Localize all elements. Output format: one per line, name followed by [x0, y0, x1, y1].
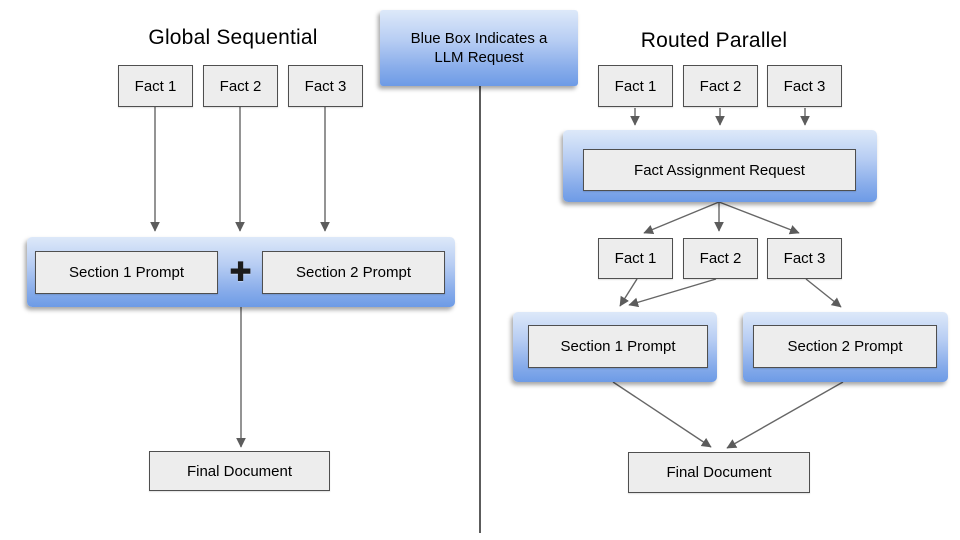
left-section1-prompt-box: Section 1 Prompt — [35, 251, 218, 294]
right-fact-3-mid-box: Fact 3 — [767, 238, 842, 279]
right-final-document-box: Final Document — [628, 452, 810, 493]
left-section1-label: Section 1 Prompt — [68, 264, 185, 281]
right-final-document-label: Final Document — [666, 464, 772, 481]
right-title: Routed Parallel — [640, 29, 788, 52]
left-fact-2-box: Fact 2 — [203, 65, 278, 107]
right-fact-2-mid-box: Fact 2 — [683, 238, 758, 279]
fact-assignment-request-label: Fact Assignment Request — [634, 161, 805, 179]
right-section2-label: Section 2 Prompt — [787, 338, 903, 355]
left-section2-label: Section 2 Prompt — [295, 264, 412, 281]
arrow-fact2-to-section1 — [628, 278, 717, 308]
right-section2-prompt-box: Section 2 Prompt — [753, 325, 937, 368]
fact-assignment-request-box: Fact Assignment Request — [583, 149, 856, 191]
left-final-document-box: Final Document — [149, 451, 330, 491]
arrow-fanout-fact1 — [643, 201, 720, 235]
left-fact-2-label: Fact 2 — [219, 77, 262, 95]
legend-label: Blue Box Indicates a LLM Request — [410, 29, 548, 67]
left-fact-1-label: Fact 1 — [134, 77, 177, 95]
right-fact-2-mid-label: Fact 2 — [699, 250, 742, 267]
right-fact-2-top-label: Fact 2 — [699, 77, 742, 95]
arrow-section1-to-final — [612, 381, 712, 448]
right-fact-1-mid-label: Fact 1 — [614, 250, 657, 267]
arrow-fact1-to-section1 — [619, 278, 638, 307]
right-fact-1-mid-box: Fact 1 — [598, 238, 673, 279]
arrow-section2-to-final — [726, 381, 844, 449]
right-fact-1-top-box: Fact 1 — [598, 65, 673, 107]
legend-llm-request-box: Blue Box Indicates a LLM Request — [380, 10, 578, 86]
right-section1-label: Section 1 Prompt — [560, 338, 676, 355]
left-fact-3-box: Fact 3 — [288, 65, 363, 107]
left-title: Global Sequential — [148, 26, 318, 49]
left-final-document-label: Final Document — [186, 462, 293, 480]
right-fact-1-top-label: Fact 1 — [614, 77, 657, 95]
arrow-fact3-to-section2 — [805, 278, 842, 308]
right-fact-3-mid-label: Fact 3 — [783, 250, 826, 267]
left-fact-3-label: Fact 3 — [304, 77, 347, 95]
plus-icon: ✚ — [229, 257, 252, 287]
right-fact-2-top-box: Fact 2 — [683, 65, 758, 107]
right-fact-3-top-box: Fact 3 — [767, 65, 842, 107]
arrow-fanout-fact3 — [718, 201, 800, 235]
right-fact-3-top-label: Fact 3 — [783, 77, 826, 95]
left-section2-prompt-box: Section 2 Prompt — [262, 251, 445, 294]
right-section1-prompt-box: Section 1 Prompt — [528, 325, 708, 368]
left-fact-1-box: Fact 1 — [118, 65, 193, 107]
